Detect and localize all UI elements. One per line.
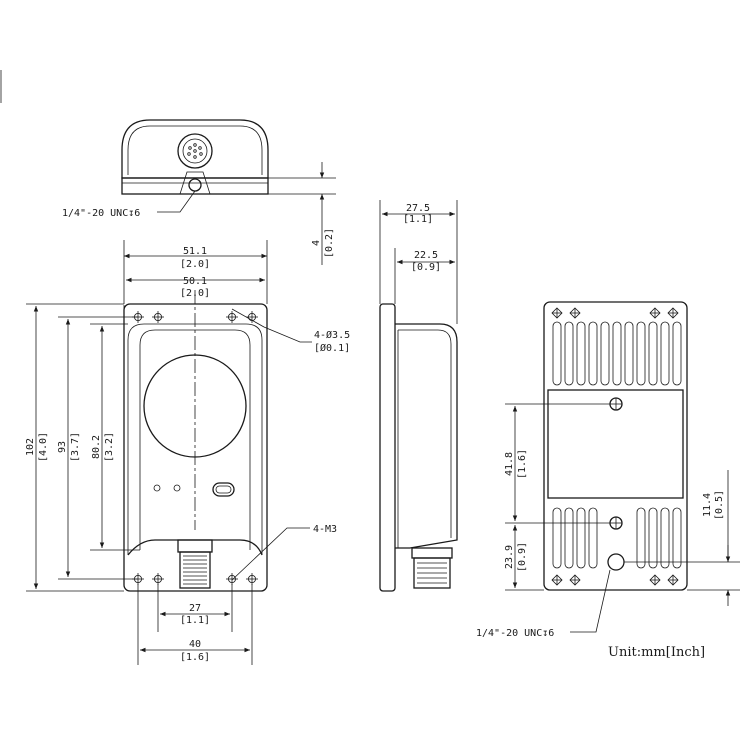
top-height-dim: 4 xyxy=(311,240,322,246)
width-inner-dim: 50.1 xyxy=(183,276,207,287)
depth-inner-dim-in: [0.9] xyxy=(411,262,441,273)
width-40-dim-in: [1.6] xyxy=(180,652,210,663)
rear-thread-note: 1/4"-20 UNC↧6 xyxy=(476,628,554,639)
width-40-dim: 40 xyxy=(189,639,201,650)
depth-outer-dim: 27.5 xyxy=(406,203,430,214)
height-102-dim: 102 xyxy=(25,438,36,456)
screws-note: 4-M3 xyxy=(313,524,337,535)
height-80-dim-in: [3.2] xyxy=(104,432,115,462)
width-outer-dim-in: [2.0] xyxy=(180,259,210,270)
depth-inner-dim: 22.5 xyxy=(414,250,438,261)
holes-note-in: [Ø0.1] xyxy=(314,342,350,354)
rear-11-dim: 11.4 xyxy=(702,493,713,517)
connector-pins xyxy=(187,143,203,159)
rear-11-dim-in: [0.5] xyxy=(714,490,725,520)
width-outer-dim: 51.1 xyxy=(183,246,207,257)
top-thread-note: 1/4"-20 UNC↧6 xyxy=(62,208,140,219)
lower-vents xyxy=(552,507,682,569)
connector-ribs xyxy=(183,555,207,585)
rear-23-dim: 23.9 xyxy=(504,545,515,569)
height-102-dim-in: [4.0] xyxy=(38,432,49,462)
front-view: 51.1 [2.0] 50.1 [2.0] 4-Ø3.5 [Ø0.1] 4-M3… xyxy=(25,240,350,665)
width-inner-dim-in: [2.0] xyxy=(180,288,210,299)
width-27-dim-in: [1.1] xyxy=(180,615,210,626)
height-80-dim: 80.2 xyxy=(91,435,102,459)
rear-41-dim-in: [1.6] xyxy=(517,449,528,479)
holes-note: 4-Ø3.5 xyxy=(314,329,350,341)
depth-outer-dim-in: [1.1] xyxy=(403,214,433,225)
top-view: 1/4"-20 UNC↧6 4 [0.2] xyxy=(62,119,336,265)
rear-41-dim: 41.8 xyxy=(504,452,515,476)
top-height-dim-in: [0.2] xyxy=(324,228,335,258)
upper-vents xyxy=(552,321,682,386)
height-93-dim-in: [3.7] xyxy=(70,432,81,462)
width-27-dim: 27 xyxy=(189,603,201,614)
side-view: 27.5 [1.1] 22.5 [0.9] xyxy=(379,200,458,592)
rear-view: 1/4"-20 UNC↧6 41.8 [1.6] 23.9 [0.9] 11.4… xyxy=(476,301,740,639)
unit-label: Unit:mm[Inch] xyxy=(608,645,705,660)
height-93-dim: 93 xyxy=(57,441,68,453)
rear-23-dim-in: [0.9] xyxy=(517,542,528,572)
